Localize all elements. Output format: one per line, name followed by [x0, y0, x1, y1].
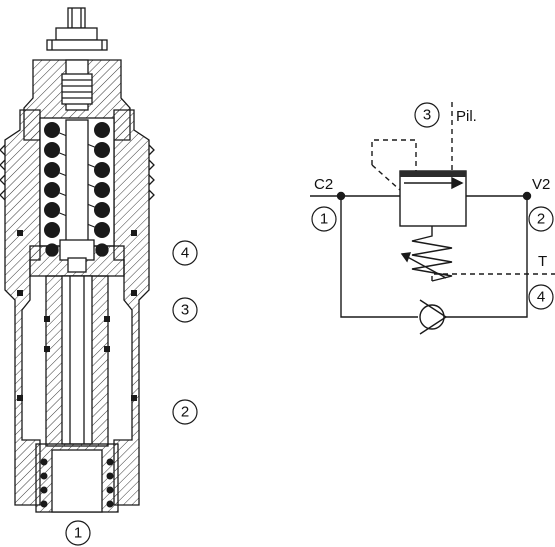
spring-coils — [44, 122, 110, 238]
pilot-port-name: Pil. — [456, 108, 477, 125]
svg-text:2: 2 — [537, 211, 545, 228]
section-port-2: 2 — [172, 399, 198, 425]
right-port-name: V2 — [532, 176, 550, 193]
valve-cap-band — [400, 171, 466, 177]
bypass-line — [340, 196, 418, 318]
svg-text:1: 1 — [74, 525, 82, 542]
poppet-seat — [29, 239, 125, 277]
svg-text:3: 3 — [423, 107, 431, 124]
adjust-screw — [46, 7, 108, 51]
spring-guide — [65, 119, 89, 246]
pilot-port-label: 3 Pil. — [414, 102, 477, 128]
section-port-1: 1 — [65, 520, 91, 546]
drain-line — [431, 273, 555, 281]
svg-text:2: 2 — [181, 404, 189, 421]
cartridge-body — [0, 109, 155, 506]
section-port-labels: 4 3 2 1 — [65, 240, 198, 546]
left-port-name: C2 — [314, 176, 333, 193]
check-valve-seat — [419, 299, 448, 335]
svg-text:3: 3 — [181, 302, 189, 319]
flow-arrow-head — [451, 176, 464, 190]
left-port-label: C2 1 — [311, 176, 337, 232]
pilot-line-left — [371, 139, 417, 171]
adjustable-spring — [411, 226, 453, 282]
schematic-labels: 3 Pil. C2 1 V2 2 T 4 — [311, 102, 554, 310]
valve-box — [399, 170, 467, 227]
cartridge-section-view — [0, 7, 155, 513]
svg-text:4: 4 — [537, 289, 545, 306]
tank-port-label: T 4 — [528, 253, 554, 310]
lower-sleeve — [35, 443, 119, 513]
svg-text:4: 4 — [181, 245, 189, 262]
central-stem — [45, 275, 109, 447]
section-port-4: 4 — [172, 240, 198, 266]
junction-right — [522, 191, 532, 201]
pilot-line-loop — [371, 164, 401, 191]
bypass-line-right — [446, 196, 528, 318]
tank-port-name: T — [538, 253, 547, 270]
section-port-3: 3 — [172, 297, 198, 323]
hydraulic-schematic — [310, 102, 555, 335]
o-ring-seals — [17, 230, 137, 401]
svg-text:1: 1 — [320, 211, 328, 228]
spring-adjust-arrowhead — [400, 252, 412, 263]
right-port-label: V2 2 — [528, 176, 554, 232]
junction-left — [336, 191, 346, 201]
